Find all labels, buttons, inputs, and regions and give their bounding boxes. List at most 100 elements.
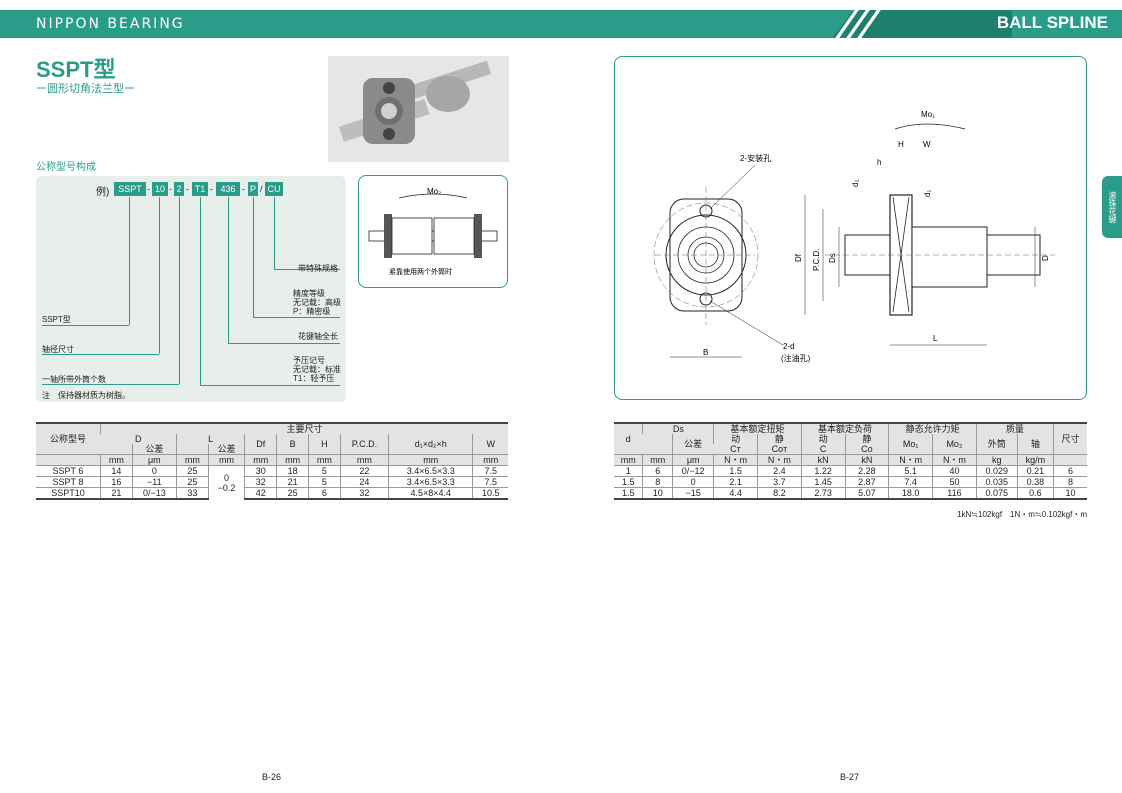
- code-chip-length: 436: [216, 182, 240, 196]
- th-size: 尺寸: [1053, 422, 1087, 455]
- label-pcd: P.C.D.: [812, 248, 821, 271]
- cell: 0.38: [1016, 476, 1054, 488]
- cell: −11: [131, 476, 177, 488]
- brand-title: NIPPON BEARING: [36, 16, 185, 32]
- cell: 7.5: [472, 476, 508, 488]
- cell: 25: [276, 487, 309, 500]
- code-chip-series: SSPT: [114, 182, 146, 196]
- label-oil-hole: (注油孔): [781, 353, 811, 363]
- drawing-caption: 紧靠使用两个外筒时: [389, 267, 452, 276]
- unit: N・m: [713, 454, 758, 466]
- cell: 32: [244, 476, 277, 488]
- unit: kg/m: [1016, 454, 1054, 466]
- technical-drawing: 2-安装孔 2-d (注油孔) B Mo₁ H W h d₂ d₁ Df P.C…: [614, 56, 1087, 400]
- code-section-title: 公称型号构成: [36, 162, 96, 173]
- cell: SSPT 6: [36, 465, 101, 477]
- code-chip-precision: P: [248, 182, 258, 196]
- unit: mm: [472, 454, 508, 466]
- cell: 2.87: [844, 476, 889, 488]
- cell: 0.075: [975, 487, 1018, 500]
- th-ct: Cт: [713, 444, 758, 455]
- unit: mm: [339, 454, 389, 466]
- th-group: 主要尺寸: [99, 422, 508, 434]
- th-shaft: 轴: [1016, 434, 1054, 455]
- cell: 33: [175, 487, 209, 500]
- code-example-label: 例): [96, 187, 110, 198]
- dimensions-table: 公称型号 主要尺寸 D L Df B H P.C.D. d₁×d₂×h W 公差…: [36, 422, 508, 500]
- th-stat: 静: [844, 434, 889, 444]
- label-model: SSPT型: [42, 315, 71, 324]
- th-D: D: [100, 434, 177, 444]
- th-moment: 静态允许力矩: [888, 422, 977, 434]
- cell: 22: [339, 465, 389, 477]
- cell: 0/−12: [672, 465, 714, 477]
- cell: 10: [1053, 487, 1087, 500]
- leader-line: [179, 197, 180, 384]
- units-footnote: 1kN≒102kgf 1N・m≒0.102kgf・m: [957, 510, 1087, 519]
- code-chip-size: 10: [152, 182, 168, 196]
- double-nut-drawing: Mo₂ 紧靠使用两个外筒时: [358, 175, 508, 288]
- unit: μm: [672, 454, 714, 466]
- label-shaft: 轴径尺寸: [42, 345, 74, 354]
- unit: mm: [175, 454, 209, 466]
- leader-line: [129, 197, 130, 325]
- cell: 0.029: [975, 465, 1018, 477]
- cell: 2.1: [713, 476, 758, 488]
- cell: 25: [175, 476, 209, 488]
- cell: 116: [932, 487, 977, 500]
- leader-line: [274, 197, 275, 269]
- leader-line: [42, 354, 159, 355]
- cell: 6: [307, 487, 341, 500]
- leader-line: [253, 197, 254, 317]
- cell: 8.2: [757, 487, 802, 500]
- cell: 4.4: [713, 487, 758, 500]
- label-length: 花键轴全长: [298, 332, 338, 341]
- cell: 21: [99, 487, 133, 500]
- unit: mm: [307, 454, 341, 466]
- page-title: SSPT型: [36, 57, 116, 82]
- code-dash: -: [147, 184, 150, 194]
- table-row: 1 6 0/−12 1.5 2.4 1.22 2.28 5.1 40 0.029…: [614, 465, 1087, 477]
- label-2d: 2-d: [783, 342, 795, 351]
- cell: 50: [932, 476, 977, 488]
- cell: 24: [339, 476, 389, 488]
- cell: 1.5: [713, 465, 758, 477]
- code-chip-count: 2: [174, 182, 184, 196]
- th-B: B: [276, 434, 309, 455]
- cell: 0: [131, 465, 177, 477]
- cell: 8: [1053, 476, 1087, 488]
- leader-line: [228, 197, 229, 343]
- page-number-right: B-27: [840, 772, 860, 782]
- th-outer: 外筒: [975, 434, 1018, 455]
- code-box: [36, 176, 346, 402]
- th-L-tol: 公差: [207, 444, 245, 455]
- cell: 30: [244, 465, 277, 477]
- page-subtitle: ー圆形切角法兰型ー: [36, 83, 135, 95]
- label-B: B: [703, 348, 708, 357]
- cell: 16: [99, 476, 133, 488]
- label-d1: d₁: [923, 190, 932, 197]
- leader-line: [42, 325, 129, 326]
- product-photo: [328, 56, 509, 162]
- leader-line: [200, 385, 340, 386]
- label-preload-2: T1：轻予压: [293, 374, 335, 383]
- th-D-tol: 公差: [131, 444, 177, 455]
- cell: 8: [642, 476, 673, 488]
- code-chip-preload: T1: [192, 182, 208, 196]
- label-precision-1: 无记载：高级: [293, 298, 341, 307]
- cell: 4.5×8×4.4: [388, 487, 473, 500]
- th-stat: 静: [757, 434, 802, 444]
- unit: mm: [642, 454, 673, 466]
- cell: 1.22: [800, 465, 846, 477]
- cell: 1.5: [614, 487, 643, 500]
- label-preload-1: 无记载：标准: [293, 365, 341, 374]
- cell: SSPT10: [36, 487, 101, 500]
- cell: 0.21: [1016, 465, 1054, 477]
- label-h: h: [877, 158, 881, 167]
- cell: 7.4: [888, 476, 933, 488]
- unit: mm: [614, 454, 643, 466]
- th-d1d2h: d₁×d₂×h: [388, 434, 473, 455]
- th-mo1: Mo₁: [888, 434, 933, 455]
- label-H: H: [898, 140, 904, 149]
- label-mo1: Mo₁: [921, 110, 935, 119]
